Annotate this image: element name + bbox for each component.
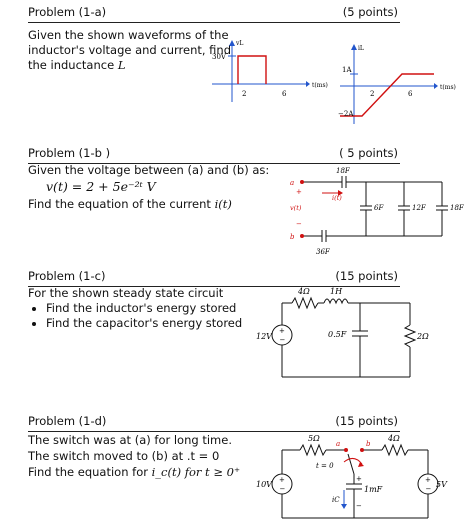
tick-label: 6 bbox=[282, 90, 287, 98]
source-12v-label: 12V bbox=[256, 332, 273, 341]
switch-a-label: a bbox=[336, 440, 340, 448]
vt-label: v(t) bbox=[290, 204, 302, 212]
text-line: Given the shown waveforms of the bbox=[28, 28, 229, 42]
source-10v-label: 10V bbox=[256, 480, 273, 489]
resistor-4-label: 4Ω bbox=[297, 287, 310, 296]
problem-points: (15 points) bbox=[335, 414, 398, 428]
text-line: Find the equation of the current i(t) bbox=[28, 197, 232, 211]
circuit-1b: a b + − v(t) i(t) 18F 6F 12F 18F 36F bbox=[290, 167, 465, 256]
axis-label: t(ms) bbox=[440, 84, 456, 91]
bullet-list: Find the inductor's energy stored Find t… bbox=[28, 301, 242, 331]
voltage-equation: v(t) = 2 + 5e⁻²ᵗ V bbox=[46, 179, 156, 194]
text-line: inductor's voltage and current, find bbox=[28, 43, 232, 57]
text-line: For the shown steady state circuit bbox=[28, 286, 224, 300]
problem-title: Problem (1-c) bbox=[28, 269, 106, 283]
cap-18f-right-label: 18F bbox=[450, 204, 465, 212]
text-line: The switch moved to (b) at .t = 0 bbox=[28, 449, 220, 463]
v-level-label: 30V bbox=[212, 53, 227, 61]
tick-label: 6 bbox=[408, 90, 413, 98]
problem-1c-text: For the shown steady state circuit Find … bbox=[28, 286, 242, 331]
node-a-label: a bbox=[290, 179, 294, 187]
vl-label: vL bbox=[235, 40, 243, 47]
current-waveform: iL 1A −2A 2 6 t(ms) bbox=[338, 44, 456, 124]
cap-plus: + bbox=[356, 475, 362, 483]
problem-1d-header: Problem (1-d) (15 points) bbox=[28, 413, 400, 432]
resistor-4-label: 4Ω bbox=[387, 434, 400, 443]
tick-label: 2 bbox=[370, 90, 374, 98]
i-neg-label: −2A bbox=[338, 110, 354, 118]
problem-points: (5 points) bbox=[342, 5, 398, 19]
plus-sign: + bbox=[296, 188, 302, 196]
resistor-5-label: 5Ω bbox=[308, 434, 320, 443]
il-label: iL bbox=[358, 45, 364, 52]
it-label: i(t) bbox=[332, 194, 342, 202]
cap-36f-label: 36F bbox=[316, 248, 331, 256]
problem-1a-text: Given the shown waveforms of the inducto… bbox=[28, 28, 231, 73]
capacitor-label: 0.5F bbox=[328, 330, 347, 339]
resistor-2-label: 2Ω bbox=[416, 332, 429, 341]
problem-1a-header: Problem (1-a) (5 points) bbox=[28, 4, 400, 23]
switch-b-label: b bbox=[366, 440, 371, 448]
problem-title: Problem (1-a) bbox=[28, 5, 107, 19]
problem-points: (15 points) bbox=[335, 269, 398, 283]
plus-sign: + bbox=[425, 476, 431, 484]
cap-minus: − bbox=[356, 502, 362, 510]
problem-title: Problem (1-b ) bbox=[28, 146, 111, 160]
i-pos-label: 1A bbox=[342, 66, 352, 74]
minus-sign: − bbox=[280, 336, 286, 344]
axis-label: t(ms) bbox=[312, 82, 328, 89]
minus-sign: − bbox=[296, 220, 302, 228]
minus-sign: − bbox=[426, 485, 432, 493]
minus-sign: − bbox=[280, 485, 286, 493]
text-line: Find the equation for i_c(t) for t ≥ 0⁺ bbox=[28, 465, 241, 479]
ic-label: iC bbox=[332, 496, 340, 504]
plus-sign: + bbox=[279, 476, 285, 484]
current-symbol: i(t) bbox=[214, 197, 232, 211]
list-item: Find the capacitor's energy stored bbox=[46, 316, 242, 331]
cap-6f-label: 6F bbox=[374, 204, 384, 212]
text-line: the inductance L bbox=[28, 58, 126, 72]
inductance-symbol: L bbox=[117, 58, 126, 72]
problem-1d-text: The switch was at (a) for long time. The… bbox=[28, 432, 240, 480]
problem-1b-header: Problem (1-b ) ( 5 points) bbox=[28, 145, 400, 164]
cap-12f-label: 12F bbox=[412, 204, 427, 212]
text-line: Given the voltage between (a) and (b) as… bbox=[28, 163, 270, 177]
capacitor-label: 1mF bbox=[364, 485, 383, 494]
current-equation: i_c(t) for t ≥ 0⁺ bbox=[151, 465, 241, 479]
problem-title: Problem (1-d) bbox=[28, 414, 107, 428]
voltage-waveform: vL 30V 2 6 t(ms) bbox=[212, 40, 328, 102]
switch-time-label: t = 0 bbox=[316, 462, 334, 470]
tick-label: 2 bbox=[242, 90, 246, 98]
cap-18f-top-label: 18F bbox=[336, 167, 351, 175]
problem-1c-header: Problem (1-c) (15 points) bbox=[28, 268, 400, 287]
node-b-label: b bbox=[290, 233, 295, 241]
list-item: Find the inductor's energy stored bbox=[46, 301, 242, 316]
plus-sign: + bbox=[279, 327, 285, 335]
problem-points: ( 5 points) bbox=[339, 146, 398, 160]
circuit-1d: + − + − + − 5Ω 4Ω a b t = 0 10V 5V iC 1m… bbox=[256, 434, 448, 519]
problem-1b-text: Given the voltage between (a) and (b) as… bbox=[28, 163, 269, 212]
source-5v-label: 5V bbox=[436, 480, 448, 489]
text-line: The switch was at (a) for long time. bbox=[28, 433, 232, 447]
inductor-label: 1H bbox=[330, 287, 343, 296]
circuit-1c: + − 4Ω 1H 12V 0.5F 2Ω bbox=[256, 287, 429, 378]
